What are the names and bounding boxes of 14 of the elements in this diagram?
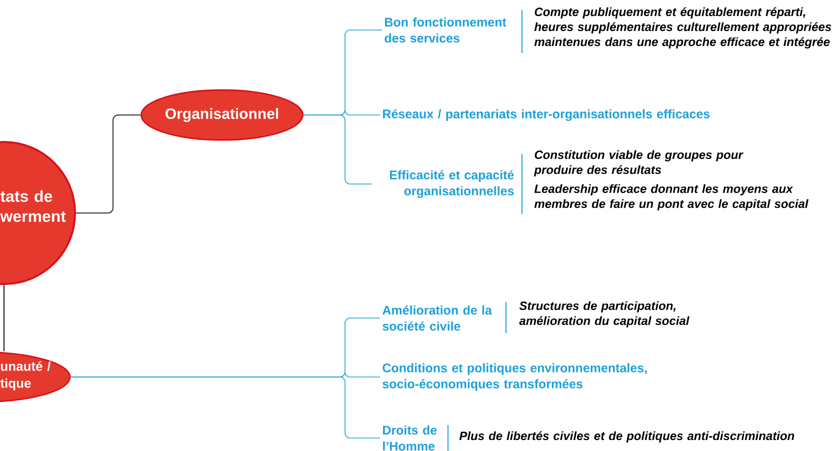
connector-line [303,114,372,184]
connector-line [76,114,142,214]
connector-line [70,376,380,438]
note-text: Compte publiquement et équitablement réparti, heures supplémentaires culturellement appropriées maintenues dans une approche efficace et intégrée [534,7,832,48]
topic-label: Droits de l’Homme [383,425,437,451]
topic-label: Efficacité et capacité organisationnelles [390,170,514,198]
topic-label: Bon fonctionnement des services [384,17,506,43]
note-text: Leadership efficace donnant les moyens aux membres de faire un pont avec le capital social [534,184,808,210]
topic-label: Amélioration de la société civile [382,305,492,331]
note-text: Structures de participation, amélioration du capital social [519,301,690,328]
note-text: Constitution viable de groupes pour produire des résultats [534,150,744,176]
topic-label: Réseaux / partenariats inter-organisationnels efficaces [383,109,710,121]
note-text: Plus de libertés civiles et de politiques anti-discrimination [459,431,794,442]
topic-label: Conditions et politiques environnementales, socio-économiques transformées [382,363,647,391]
